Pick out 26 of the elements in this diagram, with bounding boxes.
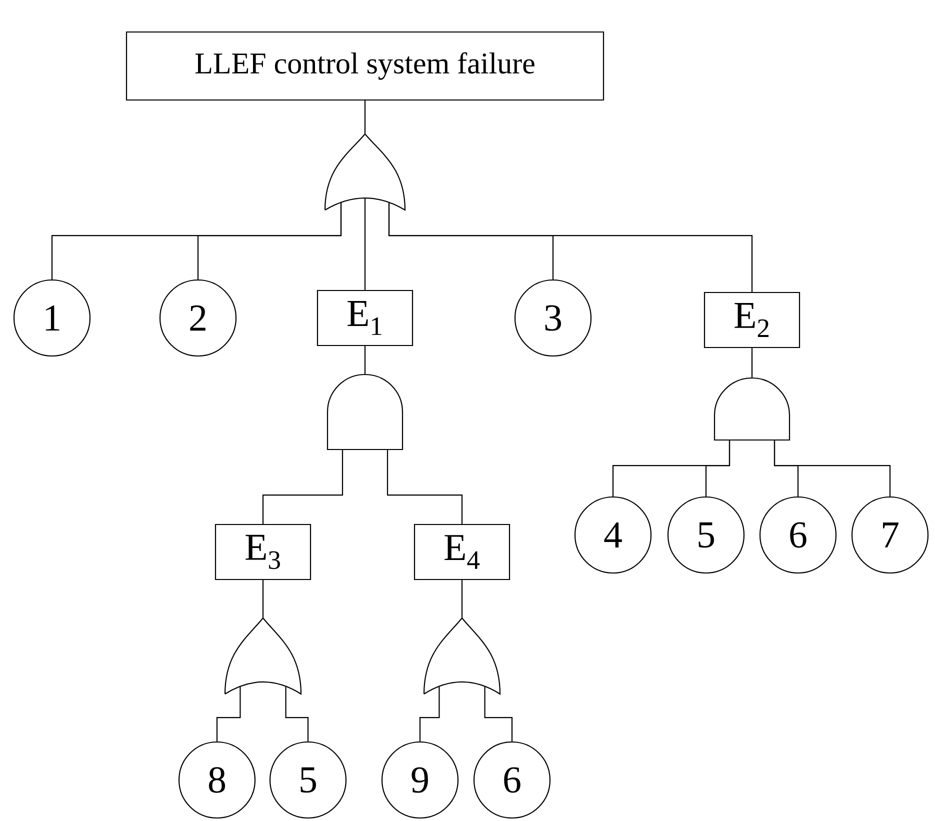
connector-line (197, 202, 342, 280)
connector-line (262, 450, 344, 524)
and-gate (326, 374, 404, 450)
or-gate (324, 133, 406, 211)
connector-line (364, 100, 366, 134)
event-box: E$_{3}$ (214, 524, 312, 580)
connector-line (388, 202, 753, 292)
connector-line (262, 580, 264, 618)
event-box: E$_{4}$ (414, 524, 510, 580)
connector-line (216, 686, 241, 742)
connector-line (705, 440, 730, 496)
connector-line (774, 440, 891, 496)
event-box: LLEF control system failure (126, 31, 604, 101)
or-gate (423, 617, 501, 695)
connector-line (484, 686, 513, 742)
event-box: E$_{2}$ (704, 292, 800, 348)
or-gate (224, 617, 302, 695)
connector-line (364, 346, 366, 374)
and-gate (714, 377, 790, 441)
connector-line (364, 198, 366, 290)
connector-line (461, 580, 463, 618)
connector-line (751, 348, 753, 378)
connector-line (285, 686, 309, 742)
connector-line (419, 686, 440, 742)
event-box: E$_{1}$ (316, 290, 414, 346)
connector-line (386, 450, 463, 524)
